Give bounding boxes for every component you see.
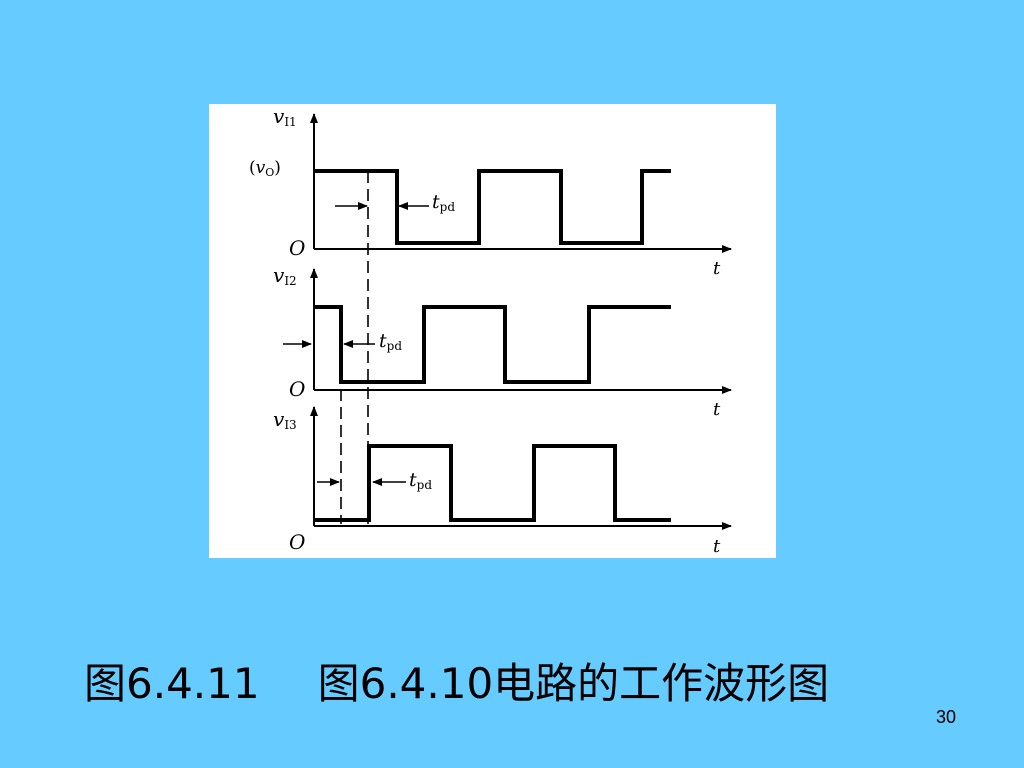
panel-vI1: vI1 (vO) O t tpd [249,104,732,279]
time-label-2: t [713,399,721,420]
time-label-1: t [713,258,721,279]
waveform-vI1 [314,169,671,245]
label-vO: (vO) [249,158,281,179]
figure-caption: 图6.4.11 图6.4.10电路的工作波形图 [84,650,829,711]
waveform-figure: vI1 (vO) O t tpd vI2 O t tpd vI3 [209,104,776,558]
tpd-label-2: tpd [379,330,402,353]
time-label-3: t [713,536,721,557]
origin-label-2: O [289,377,305,401]
panel-vI3: vI3 O t tpd [273,406,732,557]
label-vI3: vI3 [273,407,297,432]
origin-label-3: O [289,530,305,554]
waveform-vI3 [314,444,671,522]
caption-title: 图6.4.10电路的工作波形图 [317,659,830,708]
label-vI2: vI2 [273,263,297,288]
label-vI1: vI1 [273,104,297,129]
origin-label-1: O [289,236,305,260]
waveform-diagram: vI1 (vO) O t tpd vI2 O t tpd vI3 [249,104,732,557]
tpd-label-1: tpd [432,191,455,214]
page-number: 30 [936,707,957,727]
waveform-vI2 [314,305,671,384]
tpd-label-3: tpd [409,469,432,492]
panel-vI2: vI2 O t tpd [273,263,732,420]
caption-figure-number: 图6.4.11 [84,659,260,708]
